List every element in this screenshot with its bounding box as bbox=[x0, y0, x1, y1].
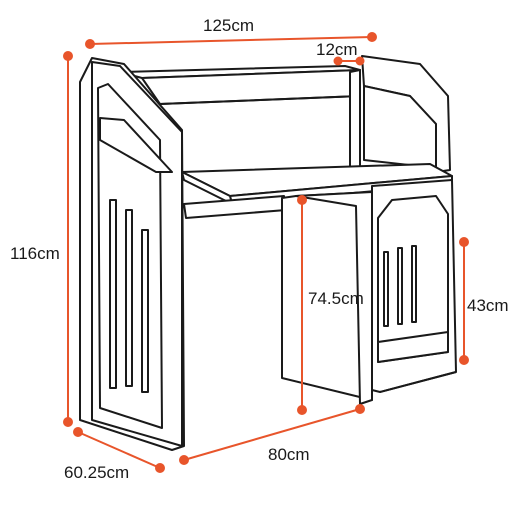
shelf-depth-label: 12cm bbox=[316, 40, 358, 59]
dimension-dot bbox=[63, 51, 73, 61]
dimension-dot bbox=[73, 427, 83, 437]
dimension-dot bbox=[355, 404, 365, 414]
cabinet-slot bbox=[383, 251, 389, 327]
width-dimension-line bbox=[89, 36, 373, 45]
dimension-lines bbox=[63, 32, 469, 473]
dimension-dot bbox=[355, 56, 365, 66]
left-panel-slot bbox=[125, 209, 133, 387]
left-panel-slot bbox=[141, 229, 149, 393]
depth-dimension-line bbox=[77, 431, 161, 469]
dimension-dot bbox=[333, 56, 343, 66]
dimension-dot bbox=[155, 463, 165, 473]
dimension-dot bbox=[459, 355, 469, 365]
dimension-dot bbox=[367, 32, 377, 42]
hutch-shelf-edge bbox=[159, 95, 361, 105]
hutch-upright bbox=[349, 69, 361, 171]
desk-width-dimension-line bbox=[183, 408, 361, 461]
right-side-panel-inner bbox=[363, 85, 437, 169]
left-panel-shelf-slot bbox=[99, 117, 173, 173]
cabinet-slot bbox=[411, 245, 417, 323]
desk-width-label: 80cm bbox=[268, 445, 310, 464]
depth-label: 60.25cm bbox=[64, 463, 130, 482]
desk-height-label: 74.5cm bbox=[308, 289, 364, 308]
dimension-dot bbox=[459, 237, 469, 247]
center-leg-front bbox=[295, 191, 373, 405]
cabinet-slot bbox=[397, 247, 403, 325]
cabinet-base bbox=[379, 371, 457, 393]
dimension-dot bbox=[297, 195, 307, 205]
cabinet-bottom-shelf bbox=[377, 331, 449, 363]
desk-outline bbox=[79, 55, 457, 451]
left-panel-slot bbox=[109, 199, 117, 389]
under-desk-panel bbox=[183, 195, 287, 219]
dimension-dot bbox=[297, 405, 307, 415]
dimension-dot bbox=[63, 417, 73, 427]
width-label: 125cm bbox=[203, 16, 255, 35]
dimension-dot bbox=[85, 39, 95, 49]
cabinet-height-label: 43cm bbox=[467, 296, 509, 315]
height-label: 116cm bbox=[10, 244, 60, 263]
dimension-dot bbox=[179, 455, 189, 465]
